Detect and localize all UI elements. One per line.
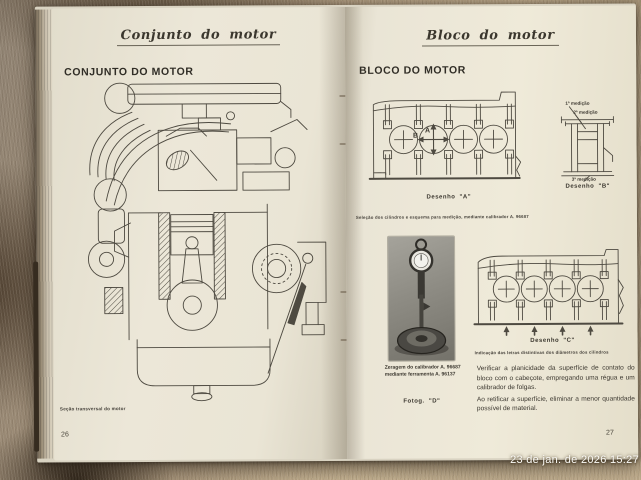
- right-page-number: 27: [606, 429, 614, 437]
- left-running-header: Conjunto do motor: [52, 27, 345, 47]
- bore-gauge-tool: [394, 238, 449, 356]
- drawing-b-label: Desenho "B": [565, 183, 611, 190]
- cylinder-section-drawing-b: 1ª medição 2ª medição 3ª medição: [560, 101, 615, 182]
- right-page: Bloco do motor BLOCO DO MOTOR: [344, 5, 639, 459]
- measure-3-label: 3ª medição: [572, 177, 596, 182]
- cylinder-block-drawing-a: A B: [368, 91, 522, 180]
- right-body-text: Verificar a planicidade da superfície de…: [477, 363, 635, 416]
- photo-d-label: Fotog. "D": [403, 398, 441, 405]
- drawing-c-label: Desenho "C": [530, 337, 575, 344]
- drawing-a-label: Desenho "A": [426, 194, 472, 201]
- left-page: Conjunto do motor CONJUNTO DO MOTOR: [51, 6, 348, 461]
- bore-gauge-photo: [388, 236, 455, 361]
- open-book: Conjunto do motor CONJUNTO DO MOTOR: [33, 3, 639, 463]
- right-running-header: Bloco do motor: [345, 27, 636, 47]
- cylinder-block-drawing-c: [473, 249, 624, 336]
- dim-a-label: A: [425, 128, 430, 135]
- measure-1-label: 1ª medição: [565, 101, 589, 106]
- camera-timestamp-watermark: 23 de jan. de 2026 15:27: [510, 454, 639, 466]
- measure-2-label: 2ª medição: [573, 110, 597, 115]
- engine-cross-section-drawing: [87, 82, 327, 402]
- left-page-number: 26: [61, 431, 69, 439]
- right-section-title: BLOCO DO MOTOR: [359, 64, 466, 77]
- paragraph-1: Verificar a planicidade da superfície de…: [476, 364, 635, 392]
- paragraph-2: Ao retificar a superfície, eliminar a me…: [476, 395, 635, 413]
- book-cover-edge: [33, 261, 40, 452]
- dim-b-label: B: [413, 133, 418, 140]
- photo-d-caption: Zeragem do calibrador A. 96687 mediante …: [384, 364, 461, 378]
- drawing-a-caption: Seleção dos cilindros e esquema para med…: [355, 213, 529, 220]
- drawing-c-caption: Indicação das letras distintivas dos diâ…: [474, 349, 609, 356]
- left-figure-caption: Seção transversal do motor: [59, 406, 126, 412]
